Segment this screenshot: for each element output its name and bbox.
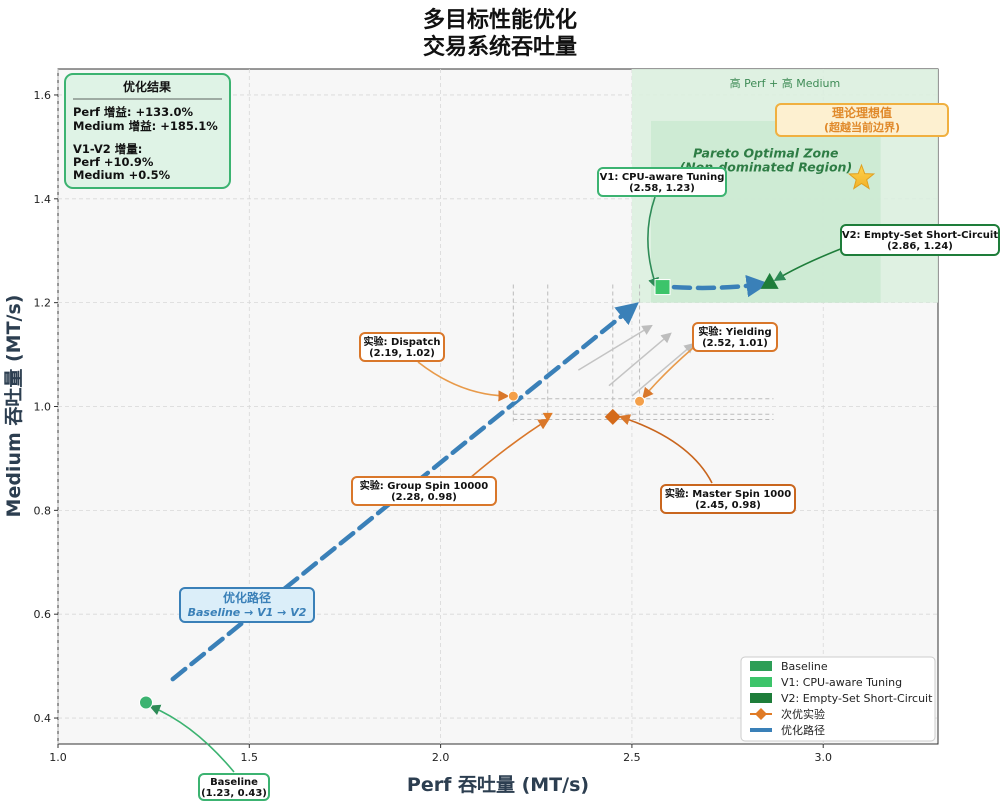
v1-annotation-box <box>597 167 727 197</box>
legend-label-0: Baseline <box>781 660 828 673</box>
yielding-annotation-text: (2.52, 1.01) <box>702 338 768 349</box>
summary-line-v1v2-medium: Medium +0.5% <box>73 168 171 182</box>
legend-swatch-3 <box>755 708 767 720</box>
point-group_spin <box>542 412 553 422</box>
master-spin-annotation-text: (2.45, 0.98) <box>695 500 761 511</box>
x-tick-label: 2.0 <box>432 751 450 764</box>
x-tick-label: 2.5 <box>623 751 641 764</box>
legend-label-4: 优化路径 <box>781 723 825 737</box>
point-dispatch <box>507 390 519 402</box>
summary-line-v1v2-perf: Perf +10.9% <box>73 155 154 169</box>
y-tick-label: 0.8 <box>34 504 52 517</box>
baseline-annotation-box <box>198 773 270 801</box>
yielding-annotation-box <box>692 322 778 352</box>
ideal-point-label-line2: (超越当前边界) <box>824 120 900 134</box>
y-tick-label: 1.4 <box>34 193 52 206</box>
y-tick-label: 1.0 <box>34 401 52 414</box>
y-axis-label: Medium 吞吐量 (MT/s) <box>3 295 25 518</box>
master-spin-annotation-text: 实验: Master Spin 1000 <box>665 487 791 500</box>
legend-label-3: 次优实验 <box>781 707 825 721</box>
point-v2 <box>760 272 779 289</box>
v2-annotation-box <box>840 224 1000 256</box>
y-tick-label: 1.2 <box>34 297 52 310</box>
group-spin-annotation-text: 实验: Group Spin 10000 <box>360 479 488 492</box>
y-tick-label: 1.6 <box>34 89 52 102</box>
group-spin-annotation-box <box>351 476 497 506</box>
exploration-arrow <box>577 324 653 371</box>
x-tick-label: 3.0 <box>814 751 832 764</box>
group-spin-annotation-arrow <box>469 418 550 479</box>
v1-annotation-text: V1: CPU-aware Tuning <box>600 172 725 183</box>
dispatch-annotation-text: (2.19, 1.02) <box>369 348 435 359</box>
summary-line-medium-gain: Medium 增益: +185.1% <box>73 119 218 133</box>
ideal-point-label-line1: 理论理想值 <box>832 105 892 120</box>
x-axis-label: Perf 吞吐量 (MT/s) <box>407 774 589 796</box>
master-spin-annotation-box <box>660 484 796 514</box>
yielding-annotation-arrow <box>642 347 694 400</box>
dispatch-annotation-arrow <box>417 361 510 402</box>
guide-layer <box>512 284 774 425</box>
optimization-path-label-line2: Baseline → V1 → V2 <box>188 606 307 619</box>
dispatch-annotation-box <box>359 332 445 362</box>
ideal-point-star <box>847 163 876 190</box>
pareto-optimal-zone <box>651 120 881 303</box>
optimization-path-label-line1: 优化路径 <box>223 590 271 605</box>
legend-swatch-1 <box>750 677 772 687</box>
exploration-arrow <box>608 332 672 387</box>
yielding-annotation-text: 实验: Yielding <box>698 325 771 338</box>
ideal-point-label-box <box>775 103 949 137</box>
point-master_spin <box>604 408 621 425</box>
exploration-arrow <box>631 342 695 397</box>
v1-annotation-arrow <box>647 196 659 290</box>
point-baseline <box>139 695 153 710</box>
point-v1 <box>654 279 671 296</box>
v2-annotation-arrow <box>773 247 844 282</box>
summary-line-perf-gain: Perf 增益: +133.0% <box>73 105 194 119</box>
summary-box: 优化结果 Perf 增益: +133.0% Medium 增益: +185.1%… <box>64 73 231 189</box>
high-zone-label: 高 Perf + 高 Medium <box>730 76 841 90</box>
legend-swatch-0 <box>750 661 772 671</box>
baseline-annotation-text: (1.23, 0.43) <box>201 788 267 799</box>
summary-line-v1v2-title: V1-V2 增量: <box>73 142 142 156</box>
dispatch-annotation-text: 实验: Dispatch <box>364 335 441 348</box>
point-layer <box>139 163 876 710</box>
x-tick-label: 1.5 <box>241 751 259 764</box>
baseline-annotation-arrow <box>148 704 235 773</box>
x-tick-label: 1.0 <box>49 751 67 764</box>
summary-title: 优化结果 <box>123 79 171 94</box>
v2-annotation-text: (2.86, 1.24) <box>887 241 953 252</box>
optimization-path-label-box <box>179 587 315 623</box>
legend-label-2: V2: Empty-Set Short-Circuit <box>781 692 933 705</box>
legend-label-1: V1: CPU-aware Tuning <box>781 676 902 689</box>
master-spin-annotation-arrow <box>618 414 713 484</box>
baseline-annotation-text: Baseline <box>210 777 258 788</box>
optimization-path-v1-v2 <box>671 274 770 298</box>
group-spin-annotation-text: (2.28, 0.98) <box>391 492 457 503</box>
point-yielding <box>634 395 646 407</box>
y-tick-label: 0.6 <box>34 608 52 621</box>
chart-title-line2: 交易系统吞吐量 <box>423 34 577 60</box>
legend-swatch-2 <box>750 693 772 703</box>
annotation-box-layer: Baseline(1.23, 0.43)V1: CPU-aware Tuning… <box>179 103 1000 801</box>
y-tick-label: 0.4 <box>34 712 52 725</box>
chart-title-line1: 多目标性能优化 <box>423 7 577 33</box>
annotation-arrow-layer <box>148 196 844 773</box>
pareto-zone-label-line1: Pareto Optimal Zone <box>693 145 838 160</box>
v2-annotation-text: V2: Empty-Set Short-Circuit <box>842 230 999 241</box>
tick-layer: 1.0 1.5 2.0 2.5 3.0 0.4 0.6 0.8 1.0 1.2 1.4 1.6 <box>34 89 832 764</box>
v1-annotation-text: (2.58, 1.23) <box>629 183 695 194</box>
